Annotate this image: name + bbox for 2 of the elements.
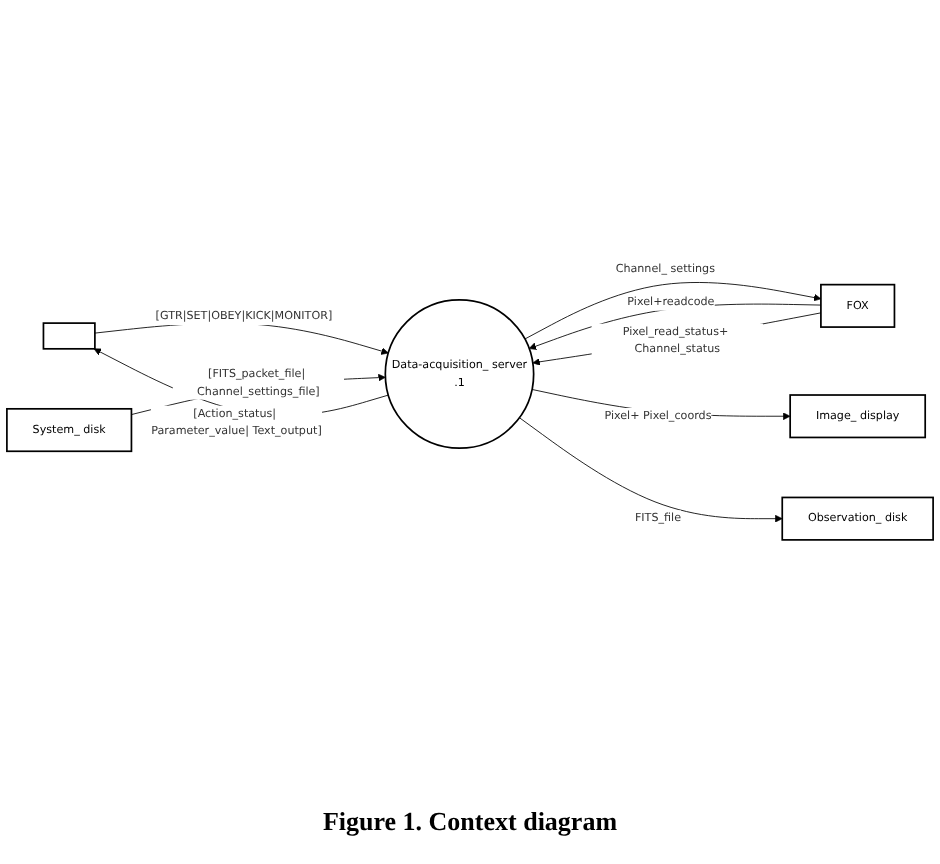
node-box [42, 321, 96, 350]
figure-caption: Figure 1. Context diagram [322, 806, 618, 836]
